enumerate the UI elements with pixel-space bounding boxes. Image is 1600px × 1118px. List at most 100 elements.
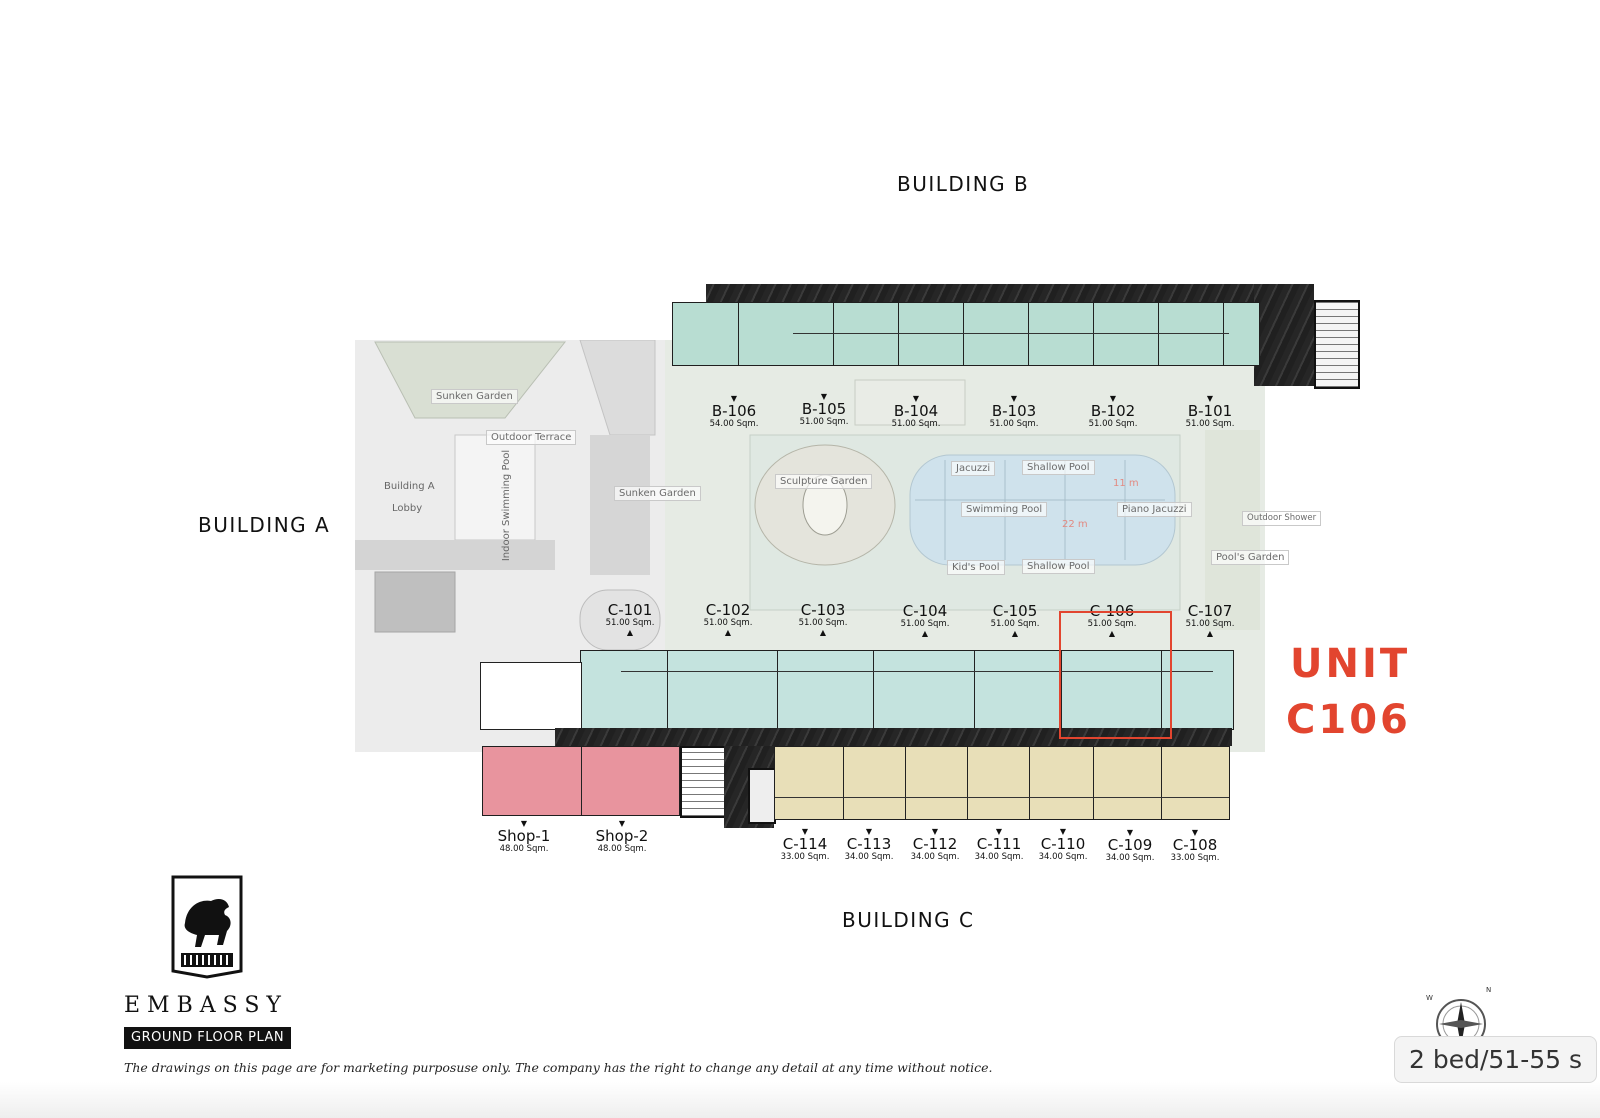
label-jacuzzi: Jacuzzi xyxy=(951,461,996,476)
building-c-stair xyxy=(680,746,728,818)
building-c-lift xyxy=(748,768,776,824)
unit-c-104-code: C-104 xyxy=(902,602,948,620)
unit-b-104-area: 51.00 Sqm. xyxy=(891,419,941,429)
marker-b-106: ▼ xyxy=(730,394,738,403)
unit-badge-line2: C106 xyxy=(1286,697,1411,743)
marker-b-103: ▼ xyxy=(1010,394,1018,403)
label-outdoor-shower: Outdoor Shower xyxy=(1242,511,1322,526)
unit-c-108-code: C-108 xyxy=(1172,836,1218,854)
bottom-fade xyxy=(0,1082,1600,1118)
marker-c-110: ▼ xyxy=(1059,827,1067,836)
unit-c-101[interactable]: C-101 51.00 Sqm. ▲ xyxy=(590,602,670,637)
unit-c-114-area: 33.00 Sqm. xyxy=(780,852,830,862)
unit-c-102[interactable]: C-102 51.00 Sqm. ▲ xyxy=(688,602,768,637)
marker-c-112: ▼ xyxy=(931,827,939,836)
unit-b-101[interactable]: ▼ B-101 51.00 Sqm. xyxy=(1170,395,1250,430)
building-c-title: BUILDING C xyxy=(842,908,975,932)
unit-b-105[interactable]: ▼ B-105 51.00 Sqm. xyxy=(784,393,864,428)
label-shallow-pool-1: Shallow Pool xyxy=(1022,460,1095,475)
unit-c-101-area: 51.00 Sqm. xyxy=(605,618,655,628)
unit-b-101-code: B-101 xyxy=(1187,402,1233,420)
unit-c-113[interactable]: ▼ C-113 34.00 Sqm. xyxy=(829,828,909,863)
unit-c-112-code: C-112 xyxy=(912,835,958,853)
marker-c-107: ▲ xyxy=(1206,629,1214,638)
label-kids-pool: Kid's Pool xyxy=(947,560,1005,575)
unit-c-114[interactable]: ▼ C-114 33.00 Sqm. xyxy=(765,828,845,863)
marker-c-101: ▲ xyxy=(626,628,634,637)
marker-b-105: ▼ xyxy=(820,392,828,401)
unit-b-104[interactable]: ▼ B-104 51.00 Sqm. xyxy=(876,395,956,430)
unit-b-102[interactable]: ▼ B-102 51.00 Sqm. xyxy=(1073,395,1153,430)
unit-c-105-area: 51.00 Sqm. xyxy=(990,619,1040,629)
unit-c-112[interactable]: ▼ C-112 34.00 Sqm. xyxy=(895,828,975,863)
embassy-logo xyxy=(171,875,243,979)
compass-n: N xyxy=(1486,986,1492,994)
shop-1-area: 48.00 Sqm. xyxy=(499,844,549,854)
unit-c-101-code: C-101 xyxy=(607,601,653,619)
label-sunken-garden: Sunken Garden xyxy=(431,389,518,404)
unit-b-102-code: B-102 xyxy=(1090,402,1136,420)
unit-c-111[interactable]: ▼ C-111 34.00 Sqm. xyxy=(959,828,1039,863)
unit-c-108-area: 33.00 Sqm. xyxy=(1170,853,1220,863)
unit-b-104-code: B-104 xyxy=(893,402,939,420)
unit-c-109[interactable]: ▼ C-109 34.00 Sqm. xyxy=(1090,829,1170,864)
unit-c-104[interactable]: C-104 51.00 Sqm. ▲ xyxy=(885,603,965,638)
unit-c-110[interactable]: ▼ C-110 34.00 Sqm. xyxy=(1023,828,1103,863)
unit-c-111-code: C-111 xyxy=(976,835,1022,853)
unit-b-106-area: 54.00 Sqm. xyxy=(709,419,759,429)
unit-c-103[interactable]: C-103 51.00 Sqm. ▲ xyxy=(783,602,863,637)
label-pools-garden: Pool's Garden xyxy=(1211,550,1290,565)
unit-c-108[interactable]: ▼ C-108 33.00 Sqm. xyxy=(1155,829,1235,864)
marker-c-104: ▲ xyxy=(921,629,929,638)
label-dim-11m: 11 m xyxy=(1113,478,1139,489)
filter-chip[interactable]: 2 bed/51-55 s xyxy=(1394,1036,1598,1083)
unit-c-103-code: C-103 xyxy=(800,601,846,619)
unit-c-107-code: C-107 xyxy=(1187,602,1233,620)
unit-b-101-area: 51.00 Sqm. xyxy=(1185,419,1235,429)
unit-c-109-code: C-109 xyxy=(1107,836,1153,854)
shop-1-code: Shop-1 xyxy=(497,827,551,845)
label-sunken-garden-2: Sunken Garden xyxy=(614,486,701,501)
shop-1[interactable]: ▼ Shop-1 48.00 Sqm. xyxy=(484,820,564,855)
shop-2-area: 48.00 Sqm. xyxy=(597,844,647,854)
label-piano-jacuzzi: Piano Jacuzzi xyxy=(1117,502,1192,517)
disclaimer: The drawings on this page are for market… xyxy=(124,1060,993,1075)
unit-b-103-code: B-103 xyxy=(991,402,1037,420)
unit-c-113-area: 34.00 Sqm. xyxy=(844,852,894,862)
unit-c106-highlight-box xyxy=(1059,611,1172,739)
unit-b-103-area: 51.00 Sqm. xyxy=(989,419,1039,429)
marker-c-114: ▼ xyxy=(801,827,809,836)
unit-c-107[interactable]: C-107 51.00 Sqm. ▲ xyxy=(1170,603,1250,638)
marker-c-105: ▲ xyxy=(1011,629,1019,638)
marker-c-113: ▼ xyxy=(865,827,873,836)
building-b-units xyxy=(672,302,1260,366)
unit-c-102-code: C-102 xyxy=(705,601,751,619)
label-sculpture-garden: Sculpture Garden xyxy=(775,474,873,489)
marker-shop-2: ▼ xyxy=(618,819,626,828)
building-c-bottom-units xyxy=(774,746,1230,820)
marker-shop-1: ▼ xyxy=(520,819,528,828)
marker-b-104: ▼ xyxy=(912,394,920,403)
unit-c-113-code: C-113 xyxy=(846,835,892,853)
unit-b-106[interactable]: ▼ B-106 54.00 Sqm. xyxy=(694,395,774,430)
unit-c-104-area: 51.00 Sqm. xyxy=(900,619,950,629)
marker-c-108: ▼ xyxy=(1191,828,1199,837)
unit-c-105[interactable]: C-105 51.00 Sqm. ▲ xyxy=(975,603,1055,638)
unit-b-102-area: 51.00 Sqm. xyxy=(1088,419,1138,429)
label-building-a-lobby: Building A xyxy=(384,481,435,492)
label-swimming-pool: Swimming Pool xyxy=(961,502,1048,517)
unit-c-103-area: 51.00 Sqm. xyxy=(798,618,848,628)
label-dim-22m: 22 m xyxy=(1062,519,1088,530)
unit-badge-line1: UNIT xyxy=(1290,641,1411,687)
building-c-corridor xyxy=(555,728,1232,746)
unit-c-110-area: 34.00 Sqm. xyxy=(1038,852,1088,862)
label-indoor-pool: Indoor Swimming Pool xyxy=(501,449,513,562)
unit-b-103[interactable]: ▼ B-103 51.00 Sqm. xyxy=(974,395,1054,430)
shop-2[interactable]: ▼ Shop-2 48.00 Sqm. xyxy=(582,820,662,855)
building-a-title: BUILDING A xyxy=(198,513,331,537)
marker-c-106: ▲ xyxy=(1108,629,1116,638)
unit-b-105-area: 51.00 Sqm. xyxy=(799,417,849,427)
marker-c-111: ▼ xyxy=(995,827,1003,836)
label-lobby: Lobby xyxy=(392,503,423,514)
unit-c-107-area: 51.00 Sqm. xyxy=(1185,619,1235,629)
